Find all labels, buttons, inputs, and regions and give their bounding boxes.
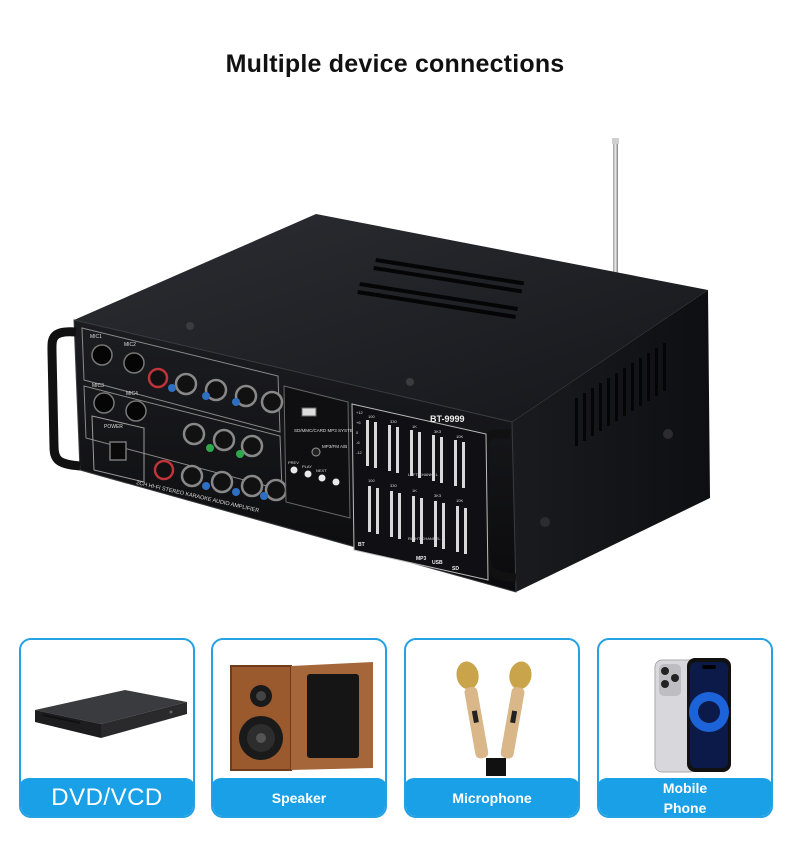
eq-scale-4: -6 bbox=[356, 440, 360, 445]
eq-bottom-band-3: 1K bbox=[412, 488, 417, 493]
mic4-label: MIC4 bbox=[126, 391, 138, 397]
eq-scale-3: 0 bbox=[356, 430, 359, 435]
mic3-label: MIC3 bbox=[92, 383, 104, 389]
eq-top-band-4: 3K3 bbox=[434, 429, 442, 434]
eq-scale-2: +6 bbox=[356, 420, 361, 425]
prev-label: PREV bbox=[288, 460, 299, 465]
mode-label: MP3/FM A/B bbox=[322, 444, 347, 449]
sd-badge: SD bbox=[452, 566, 459, 572]
eq-top-band-2: 330 bbox=[390, 419, 397, 424]
equalizer-panel bbox=[351, 403, 489, 581]
mic2-label: MIC2 bbox=[124, 342, 136, 348]
amplifier-side bbox=[512, 290, 710, 592]
device-card-phone: Mobile Phone bbox=[597, 638, 773, 818]
device-card-speaker: Speaker bbox=[211, 638, 387, 818]
device-label-phone: Mobile Phone bbox=[599, 778, 771, 816]
eq-scale-5: -12 bbox=[356, 450, 363, 455]
eq-left-channel: LEFT CHANNEL bbox=[408, 472, 439, 477]
eq-top-band-3: 1K bbox=[412, 424, 417, 429]
power-label: POWER bbox=[104, 424, 123, 430]
power-switch bbox=[109, 441, 127, 461]
eq-top-band-5: 10K bbox=[456, 434, 463, 439]
amplifier-image: MIC1 MIC2 MIC3 MIC4 POWER 2CH HI-F bbox=[47, 138, 710, 593]
speaker-icon bbox=[230, 662, 373, 771]
device-label-dvd: DVD/VCD bbox=[21, 778, 193, 816]
media-label: SD/MMC/CARD MP3 SYSTEM bbox=[294, 428, 357, 433]
device-card-microphone: Microphone bbox=[404, 638, 580, 818]
model-label: BT-9999 bbox=[430, 414, 465, 424]
eq-bottom-band-1: 100 bbox=[368, 478, 375, 483]
device-label-microphone: Microphone bbox=[406, 778, 578, 816]
eq-bottom-band-2: 330 bbox=[390, 483, 397, 488]
play-label: PLAY bbox=[302, 464, 312, 469]
mic1-label: MIC1 bbox=[90, 334, 102, 340]
microphone-icon bbox=[456, 661, 532, 776]
dvd-player-icon bbox=[35, 690, 187, 738]
left-handle bbox=[47, 327, 81, 471]
device-label-speaker: Speaker bbox=[213, 778, 385, 816]
eq-bottom-band-4: 3K3 bbox=[434, 493, 442, 498]
device-card-dvd: DVD/VCD bbox=[19, 638, 195, 818]
amplifier-top bbox=[74, 214, 708, 422]
eq-right-channel: RIGHT CHANNEL bbox=[408, 536, 441, 541]
eq-top-band-1: 100 bbox=[368, 414, 375, 419]
next-label: NEXT bbox=[316, 468, 327, 473]
mobile-phone-icon bbox=[654, 658, 731, 773]
usb-badge: USB bbox=[432, 560, 443, 566]
usb-port bbox=[301, 407, 317, 417]
device-cards: DVD/VCD Speaker Microphone bbox=[0, 638, 790, 820]
mp3-badge: MP3 bbox=[416, 556, 427, 562]
eq-scale-1: +12 bbox=[356, 410, 364, 415]
antenna bbox=[613, 142, 618, 282]
page-title: Multiple device connections bbox=[225, 50, 565, 78]
eq-bottom-band-5: 10K bbox=[456, 498, 463, 503]
bt-badge: BT bbox=[358, 542, 365, 548]
